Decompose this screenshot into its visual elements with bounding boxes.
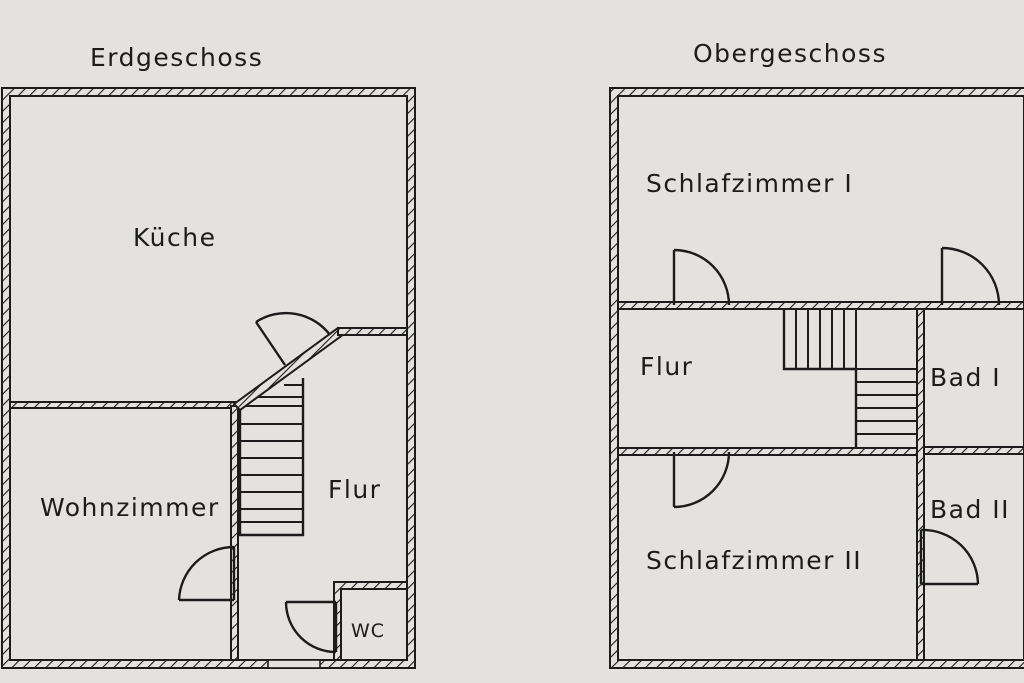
upper-floor-staircase — [782, 309, 917, 448]
ground-floor-doors — [177, 311, 338, 669]
room-label-bedroom-2: Schlafzimmer II — [646, 546, 862, 575]
ground-floor-wc-room — [333, 581, 408, 661]
room-label-kitchen: Küche — [133, 223, 216, 252]
upper-floor-plan: Obergeschoss — [609, 39, 1024, 669]
upper-floor-interior-walls — [617, 301, 1024, 661]
room-label-bath-2: Bad II — [930, 495, 1010, 524]
upper-floor-outer-wall — [609, 87, 1024, 669]
ground-floor-outer-wall — [1, 87, 416, 669]
ground-floor-staircase — [238, 378, 305, 537]
ground-floor-plan: Erdgeschoss — [1, 43, 416, 669]
room-label-living-room: Wohnzimmer — [40, 493, 220, 522]
room-label-bath-1: Bad I — [930, 363, 1001, 392]
room-label-ground-hall: Flur — [328, 475, 381, 504]
room-label-wc: WC — [351, 620, 385, 642]
ground-floor-title: Erdgeschoss — [90, 43, 263, 72]
ground-floor-interior-walls — [9, 326, 408, 661]
upper-floor-doors — [672, 246, 1001, 586]
upper-floor-title: Obergeschoss — [693, 39, 887, 68]
room-label-upper-hall: Flur — [640, 352, 693, 381]
room-label-bedroom-1: Schlafzimmer I — [646, 169, 853, 198]
